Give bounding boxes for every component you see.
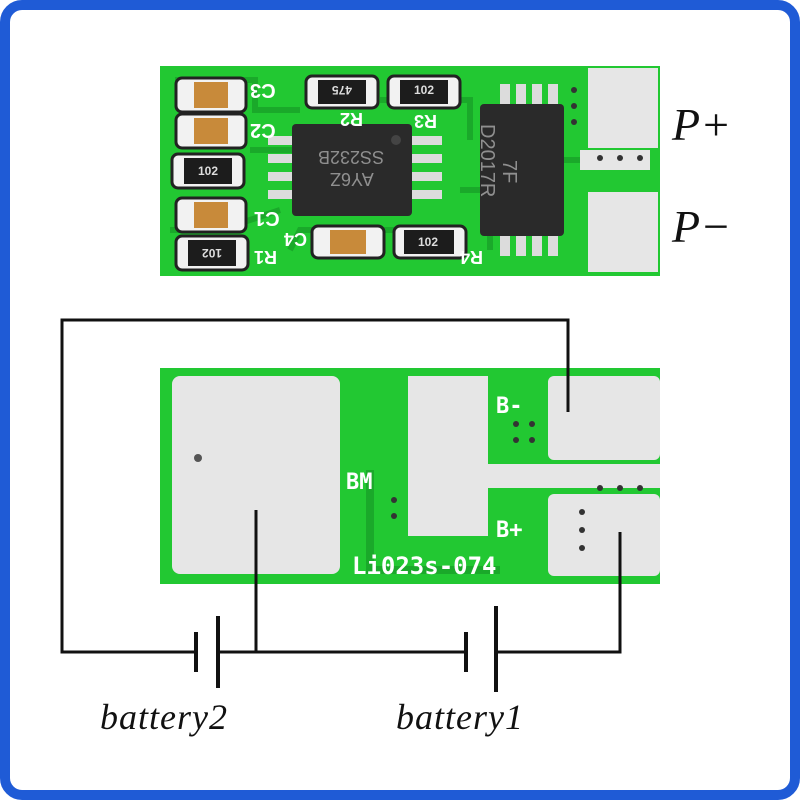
resistor-102-top xyxy=(386,74,462,110)
top-pcb xyxy=(160,66,660,276)
large-battery-pad xyxy=(172,376,340,574)
p-minus-pad xyxy=(588,192,658,272)
resistor-code-102-bottom-left: 102 xyxy=(202,246,223,260)
silk-c1: C1 xyxy=(254,207,280,229)
resistor-code-102-left: 102 xyxy=(198,164,219,178)
bottom-vias xyxy=(391,421,643,551)
p-plus-pad xyxy=(588,68,658,148)
battery1-label: battery1 xyxy=(396,697,524,737)
resistor-code-102-top: 102 xyxy=(414,83,435,97)
capacitor-c1 xyxy=(174,196,248,234)
ic2-body xyxy=(480,104,564,236)
silk-b-minus: B- xyxy=(496,394,523,419)
top-vias xyxy=(571,87,643,161)
resistor-r-left xyxy=(170,152,246,190)
resistor-r2 xyxy=(174,234,250,272)
ic2-marking-line2: D2017R xyxy=(476,124,498,198)
resistor-code-475: 475 xyxy=(332,83,353,97)
wire-b-minus xyxy=(60,318,570,654)
ic1-pin1-mark xyxy=(391,135,401,145)
silk-bm: BM xyxy=(346,470,373,495)
battery2-label: battery2 xyxy=(100,697,228,737)
wire-b-plus xyxy=(496,532,622,654)
b-plus-pad xyxy=(548,494,660,576)
silk-r3: R3 xyxy=(414,111,438,131)
silk-r1: R1 xyxy=(254,247,278,267)
battery1-symbol xyxy=(464,606,498,692)
battery2-symbol xyxy=(194,616,220,688)
ic1-body xyxy=(292,124,412,216)
ic2-pins xyxy=(500,84,558,256)
capacitor-c4 xyxy=(310,224,386,260)
ic2-marking-line1: 7F xyxy=(498,160,520,184)
bottom-pcb xyxy=(160,368,660,584)
bottom-trace xyxy=(366,470,500,574)
silk-b-plus: B+ xyxy=(496,518,523,543)
capacitor-c2 xyxy=(174,112,248,150)
p-minus-label: P− xyxy=(672,201,732,252)
silk-r4: R4 xyxy=(460,247,484,267)
silk-part-number: Li023s-074 xyxy=(352,552,497,580)
silk-r2: R2 xyxy=(340,109,364,129)
ic1-marking-line1: SS232B xyxy=(318,147,385,167)
wiring xyxy=(60,318,622,654)
bm-pad xyxy=(408,376,488,536)
resistor-475 xyxy=(304,74,380,110)
p-plus-strip xyxy=(580,150,650,170)
pad-hole xyxy=(194,454,202,462)
resistor-code-102-r1: 102 xyxy=(418,235,439,249)
bm-strip xyxy=(488,464,660,488)
capacitor-c3 xyxy=(174,76,248,114)
b-minus-pad xyxy=(548,376,660,460)
silk-c2: C2 xyxy=(250,119,276,141)
silk-c3: C3 xyxy=(250,79,276,101)
resistor-r1 xyxy=(392,224,468,260)
silk-c4: C4 xyxy=(284,229,308,249)
ic1-marking-line2: AY6Z xyxy=(330,169,374,189)
ic1-pins xyxy=(268,136,442,199)
p-plus-label: P+ xyxy=(672,99,732,150)
